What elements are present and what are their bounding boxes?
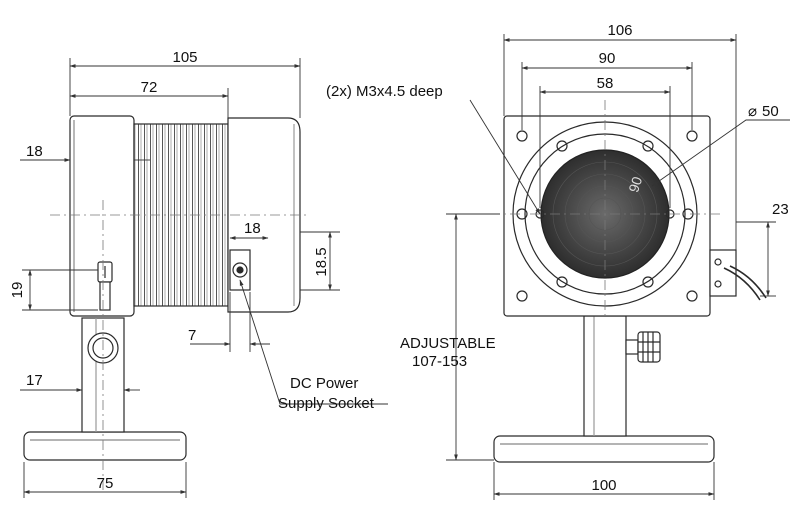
dim-90: 90 bbox=[599, 50, 616, 67]
dim-18-5: 18.5 bbox=[313, 247, 330, 276]
height-note-line1: ADJUSTABLE bbox=[400, 335, 496, 352]
dim-18-socket: 18 bbox=[244, 220, 261, 237]
front-labels: 106 90 58 (2x) M3x4.5 deep ⌀ 50 90 23 AD… bbox=[326, 22, 789, 494]
front-dimensions bbox=[446, 34, 790, 500]
callout-line2: Supply Socket bbox=[278, 395, 375, 412]
dim-19: 19 bbox=[9, 282, 26, 299]
dim-17: 17 bbox=[26, 372, 43, 389]
front-socket-box bbox=[709, 249, 737, 297]
side-view bbox=[23, 115, 310, 490]
dim-72: 72 bbox=[141, 79, 158, 96]
front-base bbox=[493, 435, 715, 463]
side-dimensions bbox=[20, 58, 388, 498]
side-labels: 105 72 18 18 18.5 19 7 17 75 DC Power Su… bbox=[9, 49, 375, 492]
dim-100: 100 bbox=[591, 477, 616, 494]
thread-note: (2x) M3x4.5 deep bbox=[326, 83, 443, 100]
diameter-prefix: ⌀ bbox=[748, 103, 757, 120]
dim-75: 75 bbox=[97, 475, 114, 492]
dim-diameter-50: 50 bbox=[762, 103, 779, 120]
side-base bbox=[23, 431, 187, 461]
height-note-line2: 107-153 bbox=[412, 353, 467, 370]
dim-105: 105 bbox=[172, 49, 197, 66]
dim-18-top: 18 bbox=[26, 143, 43, 160]
dim-23: 23 bbox=[772, 201, 789, 218]
callout-line1: DC Power bbox=[290, 375, 358, 392]
aperture-rotated-90: 90 bbox=[625, 174, 645, 194]
knurled-knob bbox=[625, 331, 661, 363]
dim-58: 58 bbox=[597, 75, 614, 92]
side-switch bbox=[97, 261, 113, 311]
dim-7: 7 bbox=[188, 327, 196, 344]
front-post bbox=[583, 315, 627, 437]
dim-106: 106 bbox=[607, 22, 632, 39]
front-view bbox=[490, 100, 767, 463]
flange-screws bbox=[535, 140, 675, 288]
